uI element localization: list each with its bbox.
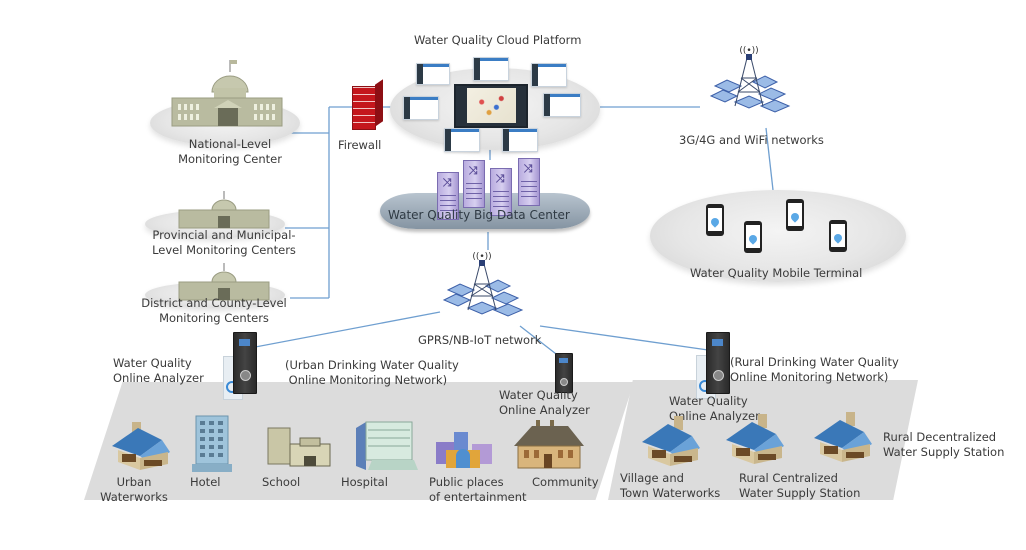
label-line: Water Quality bbox=[669, 394, 748, 408]
label-line: Public places bbox=[429, 475, 504, 489]
government-building-icon bbox=[178, 191, 270, 229]
label-line: of entertainment bbox=[429, 490, 527, 504]
water-analyzer-icon bbox=[555, 353, 573, 393]
site-label-urban-waterworks: Urban Waterworks bbox=[92, 475, 176, 505]
connector-gprs-urban2 bbox=[519, 325, 561, 358]
big-data-cloud bbox=[380, 193, 590, 229]
site-label-hospital: Hospital bbox=[341, 475, 388, 489]
wireless-networks-label: 3G/4G and WiFi networks bbox=[679, 133, 824, 147]
label-line: Monitoring Centers bbox=[159, 311, 269, 325]
waterworks-house-icon bbox=[642, 416, 700, 466]
dashboard-screen bbox=[416, 63, 450, 85]
connector-gprs-urban bbox=[249, 311, 441, 349]
mobile-terminal-label: Water Quality Mobile Terminal bbox=[690, 266, 863, 280]
waterworks-house-icon bbox=[726, 414, 784, 464]
site-label-rural-centralized: Rural Centralized Water Supply Station bbox=[739, 471, 860, 501]
label-line: Monitoring Center bbox=[178, 152, 282, 166]
firewall-label: Firewall bbox=[338, 138, 382, 152]
dashboard-screen bbox=[543, 93, 581, 117]
dashboard-screen bbox=[403, 96, 439, 120]
site-label-community: Community bbox=[532, 475, 599, 489]
provincial-center-label: Provincial and Municipal- Level Monitori… bbox=[148, 228, 300, 258]
label-line: Level Monitoring Centers bbox=[152, 243, 296, 257]
label-line: Online Monitoring Network) bbox=[285, 373, 448, 387]
government-building-icon bbox=[178, 263, 270, 301]
district-center-label: District and County-Level Monitoring Cen… bbox=[138, 296, 290, 326]
label-line: Rural Centralized bbox=[739, 471, 838, 485]
label-line: Provincial and Municipal- bbox=[152, 228, 296, 242]
label-line: National-Level bbox=[188, 137, 272, 151]
label-line: Waterworks bbox=[100, 490, 168, 504]
label-line: (Urban Drinking Water Quality bbox=[285, 358, 459, 372]
dashboard-map-screen bbox=[454, 84, 528, 128]
waterworks-house-icon bbox=[814, 412, 872, 462]
rural-network-label: (Rural Drinking Water Quality Online Mon… bbox=[730, 355, 899, 385]
label-line: District and County-Level bbox=[141, 296, 287, 310]
label-line: Water Quality bbox=[499, 388, 578, 402]
dashboard-screen bbox=[502, 128, 538, 152]
big-data-center-label: Water Quality Big Data Center bbox=[388, 208, 570, 222]
label-line: Rural Decentralized bbox=[883, 430, 997, 444]
entertainment-venue-icon bbox=[436, 432, 492, 468]
label-line: Online Analyzer bbox=[113, 371, 204, 385]
label-line: Town Waterworks bbox=[620, 486, 721, 500]
school-building-icon bbox=[267, 427, 331, 467]
label-line: (Rural Drinking Water Quality bbox=[730, 355, 899, 369]
dashboard-screen bbox=[473, 57, 509, 81]
site-label-hotel: Hotel bbox=[190, 475, 221, 489]
cell-tower-icon: ((•)) bbox=[442, 252, 524, 317]
dashboard-screen bbox=[531, 63, 567, 87]
label-line: Water Supply Station bbox=[739, 486, 861, 500]
community-house-icon bbox=[514, 420, 584, 469]
label-line: Water Supply Station bbox=[883, 445, 1005, 459]
firewall-icon bbox=[352, 86, 376, 130]
site-label-school: School bbox=[262, 475, 301, 489]
connector-wireless-mobile bbox=[765, 127, 774, 191]
urban-analyzer-secondary-label: Water Quality Online Analyzer bbox=[499, 388, 590, 418]
mobile-terminal-ellipse bbox=[650, 190, 906, 282]
label-line: Village and bbox=[620, 471, 684, 485]
site-label-entertainment: Public places of entertainment bbox=[429, 475, 527, 505]
svg-text:((•)): ((•)) bbox=[472, 252, 491, 262]
site-label-rural-decentralized: Rural Decentralized Water Supply Station bbox=[883, 430, 1004, 460]
hospital-building-icon bbox=[356, 421, 418, 470]
water-analyzer-icon bbox=[233, 332, 257, 394]
label-line: Water Quality bbox=[113, 356, 192, 370]
label-line: Online Monitoring Network) bbox=[730, 370, 889, 384]
rural-analyzer-label: Water Quality Online Analyzer bbox=[669, 394, 760, 424]
label-line: Online Analyzer bbox=[669, 409, 760, 423]
water-analyzer-icon bbox=[706, 332, 730, 394]
gprs-network-label: GPRS/NB-IoT network bbox=[418, 333, 542, 347]
connector-gprs-rural bbox=[539, 325, 709, 351]
svg-text:((•)): ((•)) bbox=[739, 46, 758, 56]
waterworks-house-icon bbox=[112, 422, 170, 470]
label-line: Online Analyzer bbox=[499, 403, 590, 417]
hotel-tower-icon bbox=[192, 415, 232, 472]
urban-analyzer-label: Water Quality Online Analyzer bbox=[113, 356, 204, 386]
dashboard-screen bbox=[444, 128, 480, 152]
government-building-icon bbox=[171, 60, 283, 127]
site-label-village-waterworks: Village and Town Waterworks bbox=[620, 471, 720, 501]
urban-network-label: (Urban Drinking Water Quality Online Mon… bbox=[285, 358, 459, 388]
national-center-label: National-Level Monitoring Center bbox=[168, 137, 292, 167]
cloud-platform-label: Water Quality Cloud Platform bbox=[414, 33, 582, 47]
cell-tower-icon: ((•)) bbox=[709, 46, 791, 113]
label-line: Urban bbox=[116, 475, 152, 489]
